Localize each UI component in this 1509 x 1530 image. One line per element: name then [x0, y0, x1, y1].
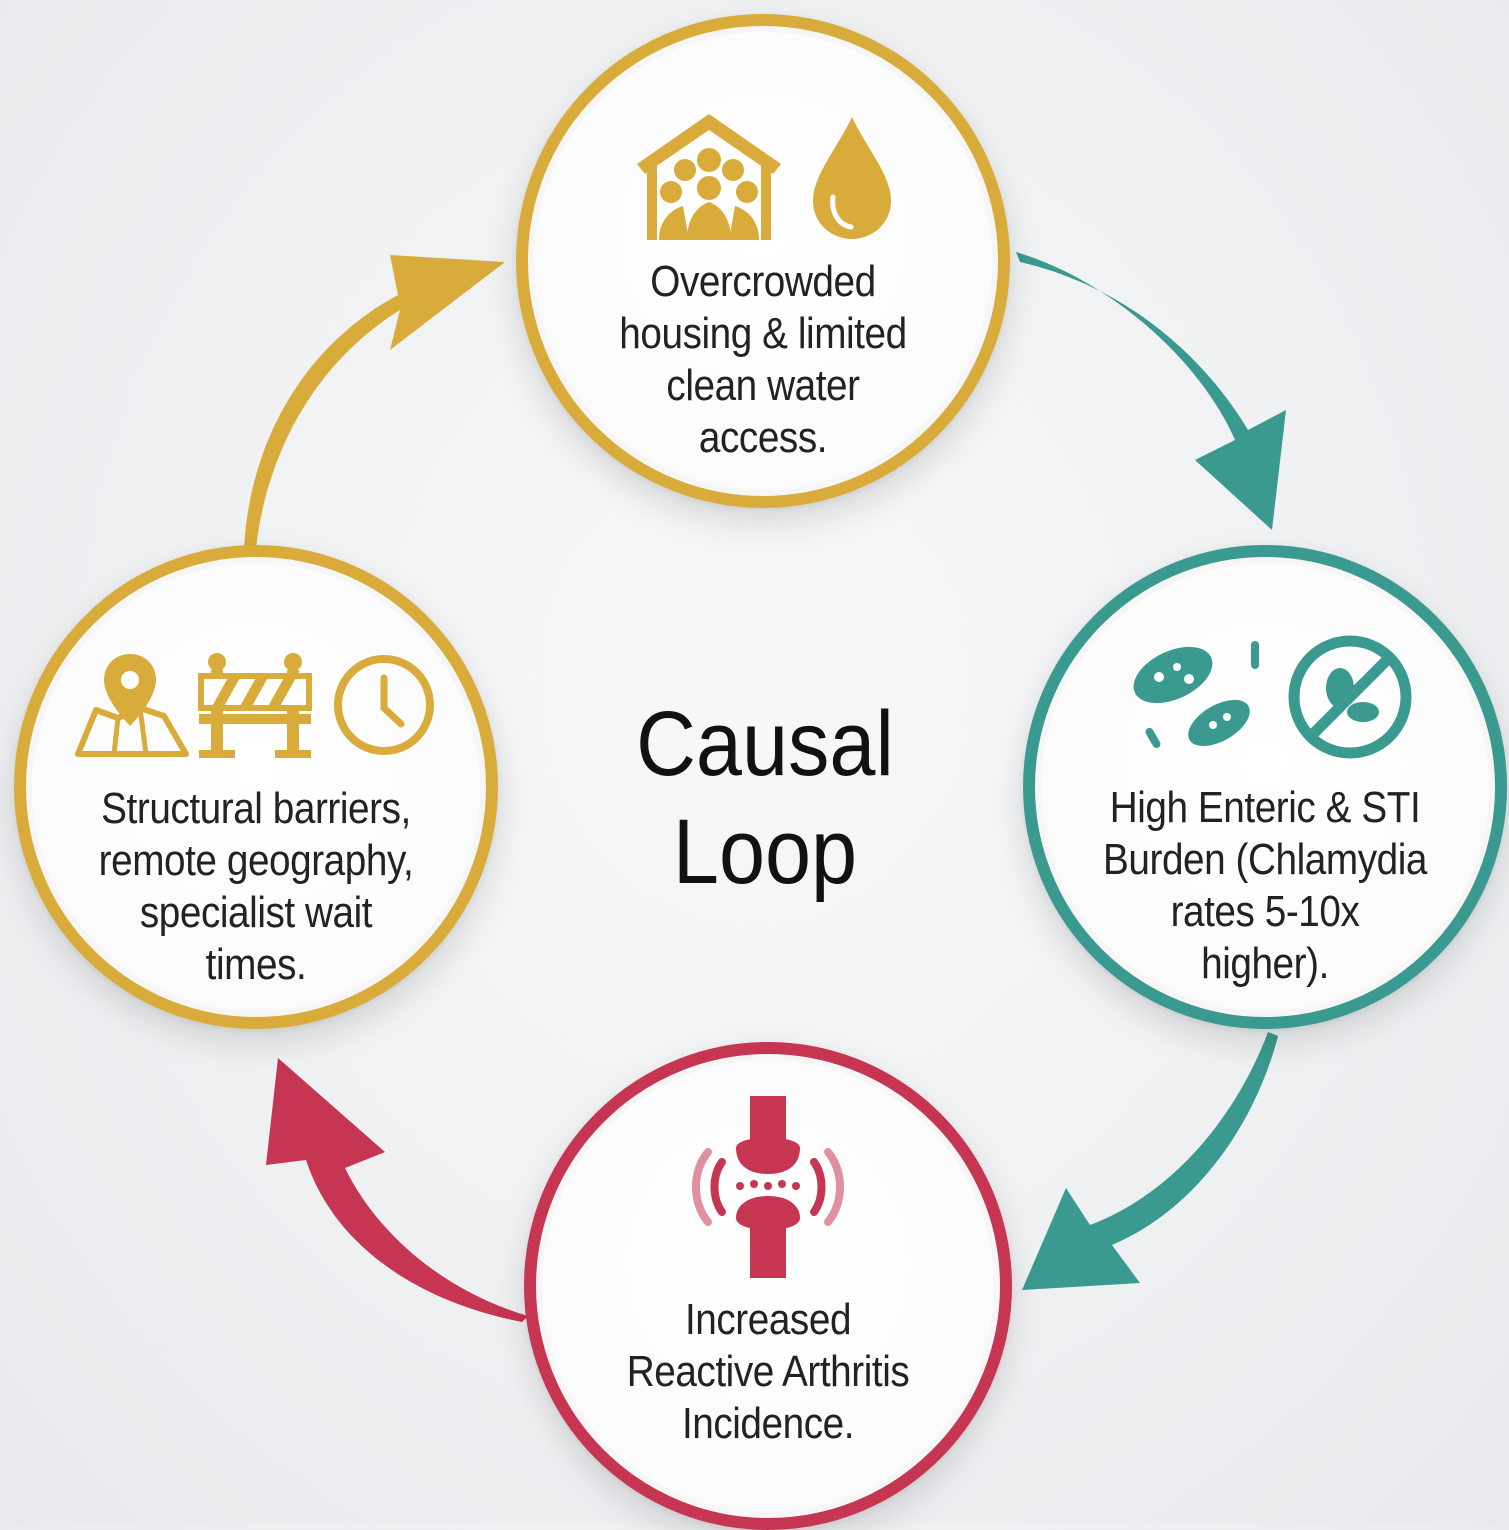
water-drop-icon	[813, 117, 891, 239]
housing-label-line: housing & limited	[619, 309, 907, 358]
clock-icon	[333, 655, 434, 755]
bacteria-icon	[1133, 641, 1259, 749]
house-with-crowd-icon	[637, 114, 781, 240]
housing-label: Overcrowded housing & limited clean wate…	[556, 256, 970, 464]
sti-label: High Enteric & STI Burden (Chlamydia rat…	[1063, 782, 1468, 990]
sti-label-line: Burden (Chlamydia	[1103, 835, 1427, 884]
housing-label-line: Overcrowded	[650, 257, 876, 306]
barriers-label-line: remote geography,	[98, 836, 414, 885]
arrow-housing-to-sti	[1016, 252, 1286, 530]
sti-label-line: higher).	[1201, 939, 1329, 988]
arthritis-label: Increased Reactive Arthritis Incidence.	[564, 1294, 972, 1450]
sti-label-line: rates 5-10x	[1170, 887, 1360, 936]
center-title-line: Loop	[672, 801, 858, 903]
sti-icons	[1035, 627, 1495, 767]
barriers-label-line: Structural barriers,	[101, 784, 411, 833]
housing-icons	[528, 108, 998, 248]
housing-label-line: access.	[698, 413, 828, 462]
map-pin-icon	[74, 654, 189, 757]
arthritis-icons	[536, 1092, 1000, 1282]
arthritis-label-line: Increased	[684, 1295, 852, 1344]
barriers-label-line: times.	[205, 940, 307, 989]
arthritis-label-line: Reactive Arthritis	[626, 1347, 910, 1396]
node-arthritis: Increased Reactive Arthritis Incidence.	[524, 1042, 1012, 1530]
arrow-barriers-to-housing	[244, 255, 505, 548]
arrow-arthritis-to-barriers	[266, 1058, 528, 1322]
center-title-line: Causal	[636, 693, 894, 795]
inflamed-joint-icon	[692, 1096, 844, 1278]
arthritis-label-line: Incidence.	[681, 1399, 855, 1448]
node-housing: Overcrowded housing & limited clean wate…	[516, 14, 1010, 508]
node-barriers: Structural barriers, remote geography, s…	[14, 545, 498, 1029]
barriers-label-line: specialist wait	[139, 888, 373, 937]
barriers-icons	[26, 645, 486, 765]
sti-label-line: High Enteric & STI	[1109, 783, 1421, 832]
barriers-label: Structural barriers, remote geography, s…	[54, 783, 459, 991]
node-sti: High Enteric & STI Burden (Chlamydia rat…	[1023, 545, 1507, 1029]
center-title: Causal Loop	[581, 690, 950, 906]
housing-label-line: clean water	[666, 361, 860, 410]
barrier-icon	[197, 653, 312, 758]
arrow-sti-to-arthritis	[1022, 1032, 1278, 1290]
no-bacteria-icon	[1288, 635, 1412, 759]
